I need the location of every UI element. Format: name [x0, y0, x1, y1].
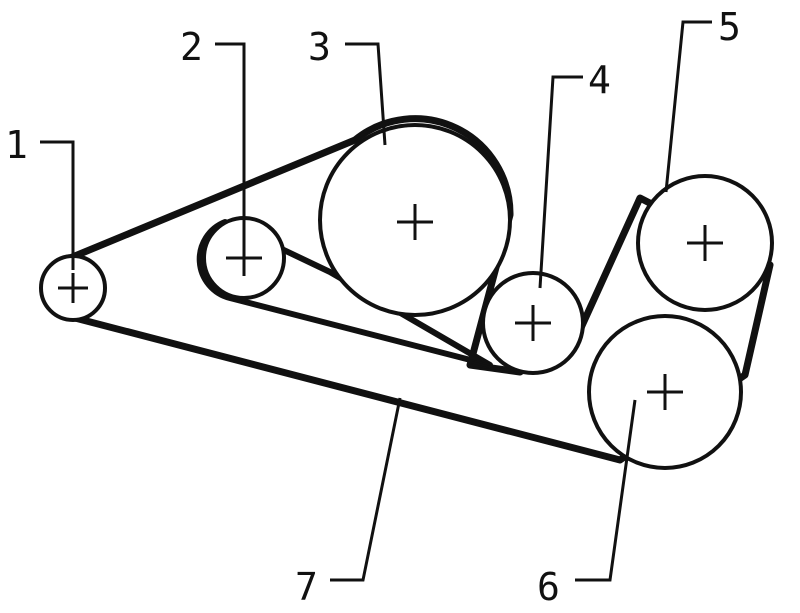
pulley-6	[587, 314, 743, 470]
label-3: 3	[308, 25, 331, 69]
label-7: 7	[295, 565, 318, 609]
pulley-3	[318, 123, 512, 317]
belt-inner-loop-hl	[199, 221, 491, 366]
number-labels: 1 2 3 4 5 6 7	[5, 5, 741, 609]
leader-5	[664, 20, 712, 193]
label-2: 2	[180, 25, 203, 69]
pulley-2	[202, 216, 286, 300]
pulley-5	[636, 174, 774, 312]
label-6: 6	[537, 565, 560, 609]
leader-lines	[40, 20, 712, 582]
label-1: 1	[5, 123, 28, 167]
leader-4	[538, 75, 583, 289]
leader-1	[40, 140, 75, 270]
leader-6	[575, 399, 637, 582]
pulley-4	[481, 271, 585, 375]
leader-3	[345, 42, 387, 146]
leader-2	[215, 42, 246, 244]
leader-7	[330, 397, 402, 582]
label-4: 4	[588, 58, 611, 102]
label-5: 5	[718, 5, 741, 49]
